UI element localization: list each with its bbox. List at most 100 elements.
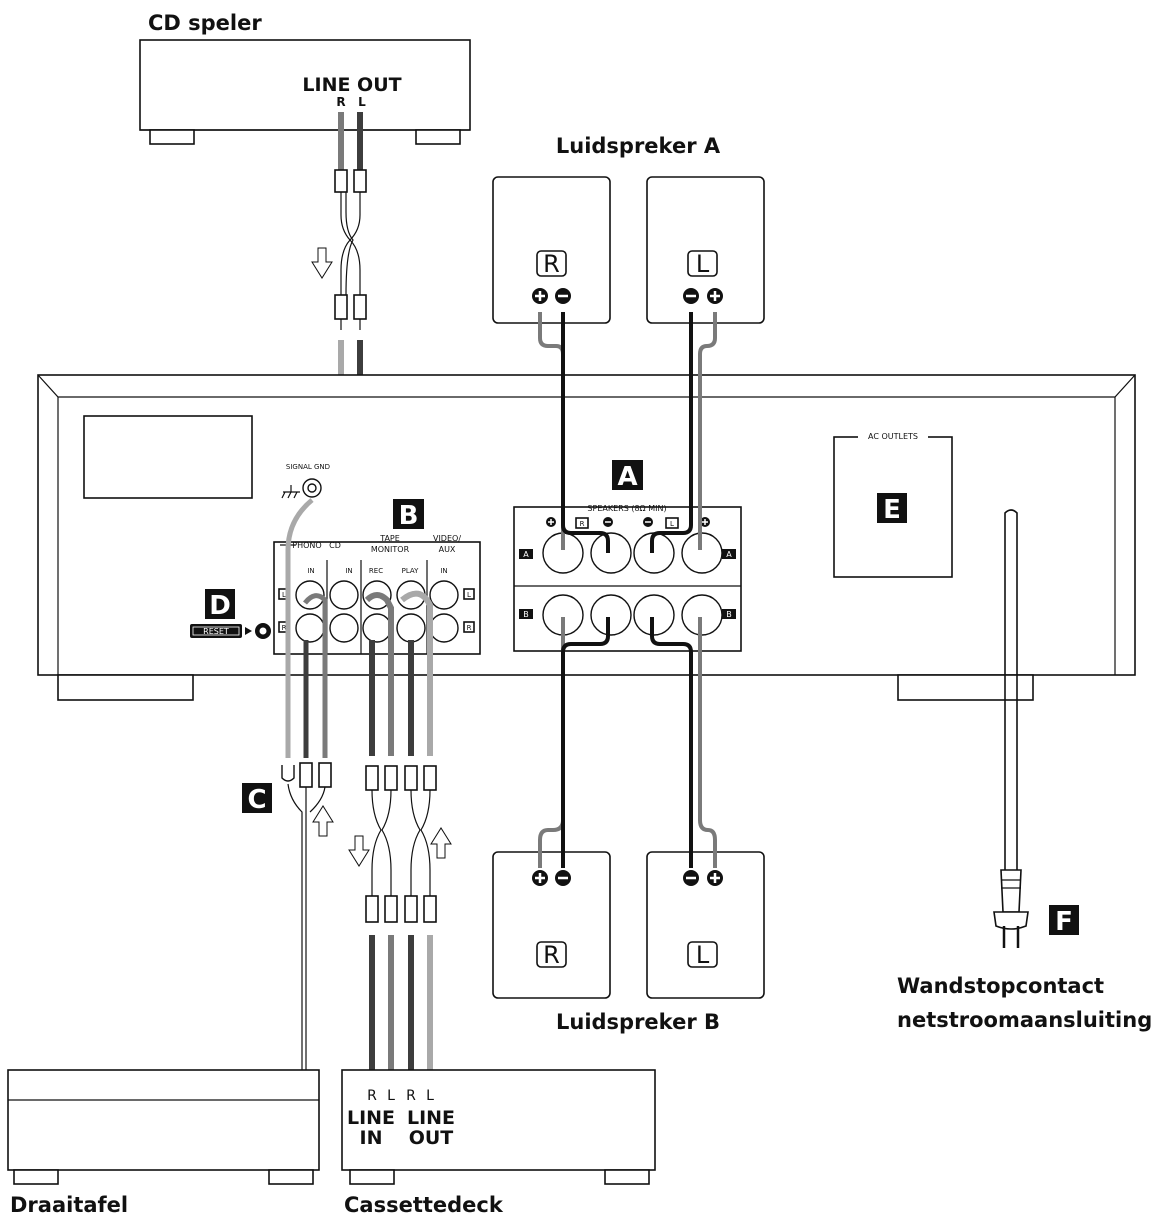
cassette-r-out-label: R <box>406 1088 416 1104</box>
cd-jack-r[interactable] <box>329 613 359 643</box>
row-b-label-left: B <box>523 610 529 619</box>
power-cord[interactable]: Wandstopcontact netstroomaansluiting <box>897 509 1152 1032</box>
reset-label: RESET <box>203 627 229 636</box>
signal-gnd-label: SIGNAL GND <box>286 463 330 471</box>
cassette-l-in-label: L <box>387 1088 395 1104</box>
phono-jack-r[interactable] <box>295 613 325 643</box>
badge-e: E <box>877 493 907 525</box>
cassette-line-in-label-1: LINE <box>347 1107 395 1129</box>
cd-in-label: IN <box>345 567 352 575</box>
turntable: Draaitafel <box>7 1069 320 1217</box>
rca-plug-icon <box>423 895 437 923</box>
row-a-label-right: A <box>726 550 732 559</box>
wall-outlet-label-2: netstroomaansluiting <box>897 1008 1152 1032</box>
play-jack-r[interactable] <box>396 613 426 643</box>
input-jacks-row-r <box>295 613 459 643</box>
channel-r-label: R <box>282 624 287 632</box>
cd-player-foot-left <box>149 129 195 145</box>
cassette-l-out-label: L <box>426 1088 434 1104</box>
speaker-b-right: R <box>492 851 611 999</box>
aux-label: AUX <box>439 545 456 554</box>
cd-player: CD speler LINE OUT R L <box>139 11 471 145</box>
video-in-label: IN <box>440 567 447 575</box>
speaker-b-title: Luidspreker B <box>556 1010 720 1034</box>
video-label: VIDEO/ <box>433 534 461 543</box>
cassette-line-out-label-2: OUT <box>409 1127 454 1149</box>
speaker-a-left: L <box>646 176 765 324</box>
svg-text:D: D <box>209 591 231 621</box>
cd-line-out-label: LINE OUT <box>302 74 401 96</box>
monitor-label: MONITOR <box>371 545 410 554</box>
row-a-label-left: A <box>523 550 529 559</box>
rca-plug-icon <box>423 765 437 791</box>
video-jack-r[interactable] <box>429 613 459 643</box>
amplifier-foot-left <box>57 674 194 701</box>
cd-player-body <box>139 39 471 131</box>
svg-text:L: L <box>696 941 710 969</box>
cd-player-title: CD speler <box>148 11 262 35</box>
cd-r-label: R <box>336 95 345 109</box>
amplifier-rear-panel: SIGNAL GND PHONO CD TAPE MONITOR VIDEO/ … <box>37 374 1136 701</box>
rca-plug-icon <box>334 294 348 320</box>
terminal-b-r-minus[interactable] <box>590 594 632 636</box>
phono-label: PHONO <box>292 541 321 550</box>
cassette-line-out-label-1: LINE <box>407 1107 455 1129</box>
power-plug-icon <box>1000 869 1022 913</box>
speakers-label: SPEAKERS (8Ω MIN) <box>587 504 666 513</box>
rca-plug-icon <box>384 895 398 923</box>
svg-text:R: R <box>543 941 560 969</box>
speaker-a-wires[interactable] <box>538 312 717 553</box>
turntable-cables[interactable] <box>281 498 334 1070</box>
row-b-label-right: B <box>726 610 732 619</box>
signal-arrow-down-icon <box>348 835 370 867</box>
svg-text:B: B <box>399 501 419 531</box>
channel-r-label-right: R <box>467 624 472 632</box>
spade-lug-icon <box>281 765 295 782</box>
ac-outlets-label: AC OUTLETS <box>868 432 918 441</box>
rca-plug-icon <box>353 169 367 193</box>
turntable-body <box>7 1069 320 1171</box>
cassette-cables[interactable] <box>348 590 452 1080</box>
cd-jack-l[interactable] <box>329 580 359 610</box>
panel-window <box>83 415 253 499</box>
rec-jack-r[interactable] <box>362 613 392 643</box>
speaker-a-right: R <box>492 176 611 324</box>
cd-l-label: L <box>358 95 366 109</box>
speaker-terminals-b <box>542 594 723 636</box>
badge-b: B <box>393 499 424 531</box>
rca-plug-icon <box>365 765 379 791</box>
rca-plug-icon <box>318 762 332 788</box>
rca-plug-icon <box>404 765 418 791</box>
svg-text:R: R <box>543 250 560 278</box>
badge-d: D <box>205 589 235 621</box>
tape-rec-label: REC <box>369 567 383 575</box>
terminal-a-r-minus[interactable] <box>590 532 632 574</box>
svg-text:C: C <box>247 785 266 815</box>
cd-player-foot-right <box>415 129 461 145</box>
video-jack-l[interactable] <box>429 580 459 610</box>
cassette-deck-body <box>341 1069 656 1171</box>
cd-label: CD <box>329 541 341 550</box>
cassette-r-in-label: R <box>367 1088 377 1104</box>
channel-l-label: L <box>282 591 286 599</box>
rca-plug-icon <box>404 895 418 923</box>
signal-arrow-up-icon <box>312 805 334 837</box>
phono-in-label: IN <box>307 567 314 575</box>
cassette-line-in-label-2: IN <box>360 1127 383 1149</box>
channel-l-label-right: L <box>467 591 471 599</box>
signal-arrow-up-icon <box>430 827 452 859</box>
wall-outlet-label-1: Wandstopcontact <box>897 974 1104 998</box>
svg-text:L: L <box>696 250 710 278</box>
signal-arrow-down-icon <box>311 247 333 279</box>
badge-f: F <box>1049 905 1079 937</box>
speaker-a-title: Luidspreker A <box>556 134 721 158</box>
cassette-title: Cassettedeck <box>344 1193 504 1217</box>
cassette-deck: R L R L LINE IN LINE OUT Cassettedeck <box>341 1069 656 1217</box>
speaker-b-wires[interactable] <box>538 617 717 868</box>
rca-plug-icon <box>299 762 313 788</box>
speaker-b-left: L <box>646 851 765 999</box>
reset-control[interactable]: RESET <box>190 623 271 639</box>
svg-text:F: F <box>1055 907 1073 937</box>
badge-c: C <box>242 783 272 815</box>
